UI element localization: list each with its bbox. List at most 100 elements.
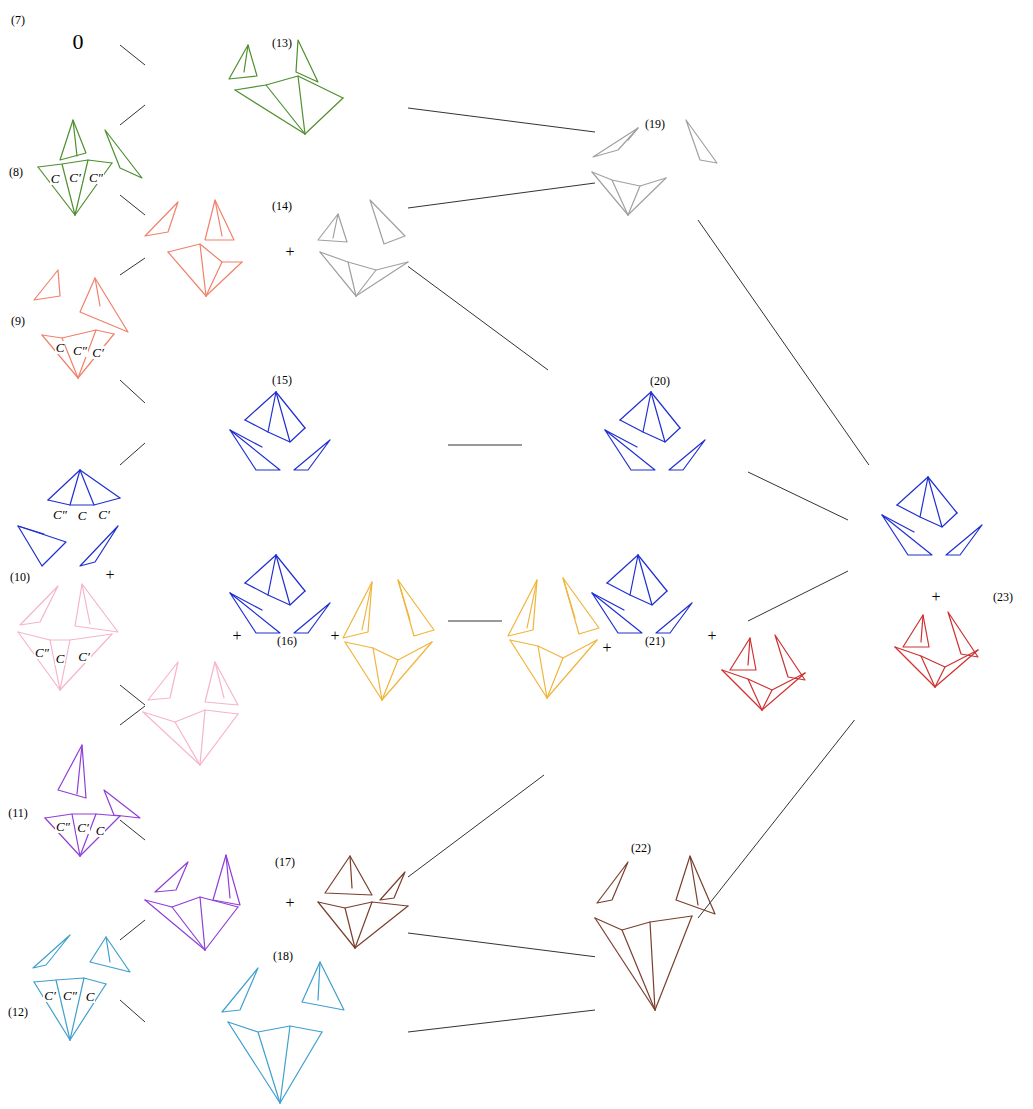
figure-stroke (318, 902, 355, 948)
figure-stroke (356, 262, 408, 296)
figure-stroke (230, 430, 280, 470)
figure-stroke (18, 526, 66, 566)
figure-stroke (296, 40, 318, 82)
figure-stroke (628, 128, 638, 140)
term-group: (9)CC″C′ (5, 255, 120, 390)
figure-stroke (510, 640, 547, 698)
figure-stroke (592, 593, 624, 610)
term-group: (20) (522, 370, 748, 480)
equation-number: (8) (8, 166, 24, 178)
figure-stroke (60, 120, 86, 160)
figure-stroke (605, 430, 655, 470)
figure-stroke (325, 856, 372, 895)
figure-stroke (318, 902, 408, 908)
figure-stroke (302, 962, 344, 1010)
figure-stroke (80, 526, 118, 566)
figure-stroke (95, 278, 100, 306)
figure-stroke (145, 202, 178, 236)
figure-stroke (48, 470, 80, 500)
connector-line (448, 445, 522, 446)
figure-stroke (33, 935, 70, 968)
figure-stroke (655, 916, 692, 1010)
term-group: (18) (145, 948, 408, 1105)
figure-stroke (268, 555, 276, 595)
figure-stroke (276, 392, 305, 428)
figure-stroke (643, 392, 651, 432)
figure-stroke (921, 656, 935, 687)
figure-stroke (510, 640, 597, 658)
term-group: (14)+ (145, 195, 408, 300)
figure-stroke (235, 90, 305, 134)
variable-label: C′ (76, 821, 90, 834)
figure-stroke (205, 662, 238, 705)
figure-stroke (538, 646, 547, 698)
figure-stroke (145, 897, 238, 907)
plus-sign: + (284, 244, 295, 260)
figure-stroke (18, 632, 112, 640)
figure-stroke (244, 45, 248, 72)
figure-stroke (656, 603, 692, 633)
figure-stroke (20, 586, 58, 625)
figure-stroke (722, 670, 805, 690)
figure-stroke (593, 128, 638, 157)
figure-stroke (348, 262, 356, 296)
figure-stroke (595, 916, 692, 930)
figure-stroke (200, 710, 205, 765)
figure-stroke (373, 648, 382, 700)
term-group: C″CC′+(10)C″CC′ (5, 455, 120, 700)
figure-stroke (320, 252, 408, 270)
variable-label: C′ (43, 989, 57, 1002)
figure-stroke (90, 937, 130, 972)
figure-stroke (638, 555, 652, 605)
figure-stroke (508, 580, 537, 636)
figure-stroke (280, 1032, 322, 1103)
figure-stroke (343, 582, 372, 638)
connector-line (120, 920, 145, 940)
connector-line (120, 105, 145, 125)
figure-stroke (245, 583, 305, 605)
figure-stroke (527, 580, 537, 628)
figure-stroke (230, 593, 262, 610)
figure-stroke (370, 200, 405, 244)
equation-number: (21) (644, 635, 666, 647)
figure-stroke (42, 335, 78, 378)
figure-stroke (168, 252, 206, 296)
figure-stroke (143, 710, 238, 722)
figure-stroke (245, 420, 305, 442)
figure-stroke (298, 76, 305, 134)
connector-line (120, 1000, 145, 1022)
figure-stroke (215, 200, 222, 236)
figure-stroke (722, 670, 762, 710)
figure-stroke (748, 638, 750, 665)
figure-stroke (34, 270, 60, 300)
figure-stroke (268, 392, 276, 432)
connector-line (120, 258, 145, 275)
equation-number: (7) (10, 14, 26, 26)
connector-line (748, 571, 848, 621)
figure-stroke (928, 477, 957, 513)
plus-sign: + (601, 640, 612, 656)
figure-stroke (50, 640, 60, 690)
figure-stroke (595, 918, 655, 1010)
equation-number: (13) (271, 37, 293, 49)
figure-stroke (935, 650, 978, 687)
connector-line (120, 685, 145, 705)
figure-stroke (630, 555, 638, 595)
figure-stroke (235, 76, 343, 98)
figure-stroke (60, 634, 112, 690)
figure-stroke (345, 908, 355, 948)
figure-stroke (245, 392, 276, 420)
figure-stroke (42, 330, 114, 338)
figure-stroke (612, 180, 628, 215)
equation-number: (17) (274, 856, 296, 868)
figure-stroke (946, 525, 982, 555)
connector-line (120, 45, 145, 65)
figure-stroke (80, 278, 128, 332)
